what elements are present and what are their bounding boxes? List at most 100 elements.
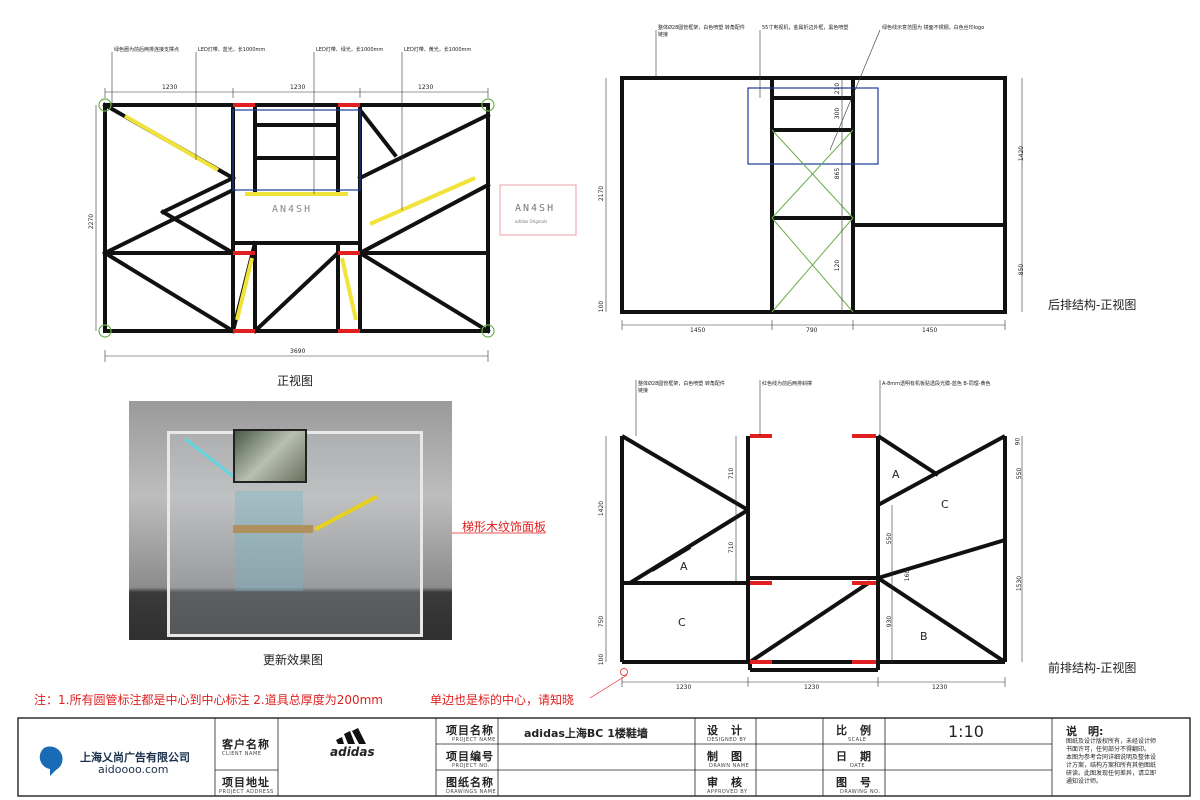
approved-label: 审 核: [707, 776, 743, 789]
dim-back-center-4: 120: [834, 259, 842, 272]
notes-title: 说 明:: [1066, 725, 1104, 738]
notes-body: 图纸及设计版权所有，未经设计师 书面许可，任何部分不得翻印。 本图为参考合同详细…: [1066, 738, 1186, 786]
back-view-label: 后排结构-正视图: [1048, 298, 1137, 312]
front-red-connectors: [233, 103, 360, 333]
date-label-en: DATE: [850, 763, 866, 769]
dim-frow-left-1: 1420: [598, 500, 606, 517]
drawing-no-label: 图 号: [836, 776, 872, 789]
dim-back-center-3: 865: [834, 167, 842, 180]
notes-line: 图纸及设计版权所有，未经设计师: [1066, 738, 1157, 745]
dim-back-bottom-2: 790: [806, 327, 818, 334]
adidas-stripes-icon: [336, 728, 366, 744]
designed-label-en: DESIGNED BY: [707, 737, 747, 743]
project-no-label: 项目编号: [446, 750, 494, 763]
edge-note-marker: [620, 668, 628, 676]
drawn-label: 制 图: [707, 750, 743, 763]
company-url: aidoooo.com: [98, 763, 169, 776]
front-row-red-connectors: [750, 434, 876, 664]
dim-back-right-1: 1420: [1018, 145, 1026, 162]
dim-frow-center-1: 550: [886, 532, 894, 545]
client-label: 客户名称: [222, 738, 270, 751]
front-dim-lines: [95, 52, 489, 362]
dim-front-top-2: 1230: [290, 84, 306, 91]
dim-front-height: 2270: [88, 213, 96, 230]
dim-back-bottom-1: 1450: [690, 327, 706, 334]
render-callout: 梯形木纹饰面板: [462, 520, 547, 534]
approved-label-en: APPROVED BY: [707, 789, 748, 795]
dim-back-left-2: 100: [598, 300, 606, 313]
back-screen-outline: [747, 87, 879, 165]
front-view-label: 正视图: [277, 374, 314, 388]
back-view-frame: [620, 76, 1007, 314]
front-led-bars: [123, 114, 476, 321]
dim-frow-center-3: 930: [886, 615, 894, 628]
front-annotation-1: 绿色圈为前后两排连接支撑点: [114, 47, 180, 53]
front-annotation-4: LED灯带、黄光，长1000mm: [404, 47, 472, 53]
dim-frow-right-1: 90: [1014, 437, 1022, 446]
render-blue-panel: [235, 491, 303, 591]
edge-note-leader: [589, 674, 628, 699]
front-row-frame: [620, 434, 1007, 672]
render-label: 更新效果图: [263, 653, 324, 667]
front-support-circles: [98, 98, 495, 338]
back-annotation-2: 55寸电视机，金属折边外框，黑色喷塑: [762, 25, 849, 31]
logo-card: [499, 184, 577, 236]
project-name-label-en: PROJECT NAME: [452, 737, 496, 743]
card-logo-text: AN4SH: [515, 203, 556, 214]
dim-back-right-2: 850: [1018, 263, 1026, 276]
front-annotation-3: LED灯带、绿光，长1000mm: [316, 47, 384, 53]
card-logo-subtext: adidas Originals: [515, 219, 548, 224]
dim-frow-bottom-2: 1230: [804, 684, 820, 691]
project-name-value: adidas上海BC 1楼鞋墙: [524, 727, 648, 740]
client-label-en: CLIENT NAME: [222, 751, 262, 757]
drawn-label-en: DRAWN NAME: [709, 763, 750, 769]
render-image: [129, 401, 452, 640]
front-row-label: 前排结构-正视图: [1048, 661, 1137, 675]
dim-back-center-1: 210: [834, 82, 842, 95]
back-dim-lines: [605, 29, 1023, 330]
company-name: 上海乂尚广告有限公司: [80, 751, 190, 764]
back-annotation-1: 整体Ø28圆管框架，白色喷塑 转角配件链接: [658, 25, 745, 38]
client-brand-logo: adidas: [330, 745, 375, 759]
front-row-dim-lines: [605, 380, 1023, 687]
drawings-name-label: 图纸名称: [446, 776, 494, 789]
scale-label-en: SCALE: [848, 737, 867, 743]
notes-line: 研读。此图发现任何差异，请立即: [1066, 770, 1157, 777]
panel-letter-c-left: C: [678, 616, 686, 629]
dim-front-total: 3690: [290, 348, 306, 355]
company-logo-icon: [39, 746, 63, 776]
panel-letter-b: B: [920, 630, 928, 643]
back-annotation-3: 绿色线示意范围为 镜面不锈钢，白色丝印logo: [882, 25, 985, 31]
front-annotation-2: LED灯带、蓝光，长1000mm: [198, 47, 266, 53]
panel-letter-a-top: A: [892, 468, 900, 481]
dim-frow-mid-2: 710: [728, 541, 736, 554]
title-block-grid: [17, 717, 1191, 797]
address-label-en: PROJECT ADDRESS: [219, 789, 274, 795]
dim-front-top-1: 1230: [162, 84, 178, 91]
notes-line: 本图为参考合同详细说明及整体设: [1066, 754, 1157, 761]
front-screen-outline: [232, 109, 361, 191]
address-label: 项目地址: [222, 776, 270, 789]
render-wood-panel: [233, 525, 313, 533]
date-label: 日 期: [836, 750, 872, 763]
dim-back-bottom-3: 1450: [922, 327, 938, 334]
project-name-label: 项目名称: [446, 724, 494, 737]
dim-frow-right-2: 550: [1016, 467, 1024, 480]
edge-note: 单边也是标的中心，请知晓: [430, 693, 575, 707]
front-row-annotation-2: 红色线为前后两排斜撑: [762, 381, 813, 387]
dim-frow-left-2: 750: [598, 615, 606, 628]
drawings-name-label-en: DRAWINGS NAME: [446, 789, 497, 795]
notes-line: 计方案，结构方案和所有其他图纸: [1066, 762, 1157, 769]
back-mirror-cross: [771, 129, 854, 313]
dim-frow-right-3: 1530: [1016, 575, 1024, 592]
project-no-label-en: PROJECT NO.: [452, 763, 490, 769]
dim-back-left-1: 2170: [598, 185, 606, 202]
dim-frow-bottom-1: 1230: [676, 684, 692, 691]
dim-frow-left-3: 100: [598, 653, 606, 666]
dim-frow-center-2: 160: [904, 569, 912, 582]
drawing-no-label-en: DRAWING NO.: [840, 789, 881, 795]
bottom-note: 注：1.所有圆管标注都是中心到中心标注 2.道具总厚度为200mm: [34, 693, 383, 707]
front-logo-text: AN4SH: [272, 204, 313, 215]
front-row-annotation-3: A-8mm透明有机板贴透段光膜-蓝色 B-同理-黄色: [882, 381, 991, 387]
